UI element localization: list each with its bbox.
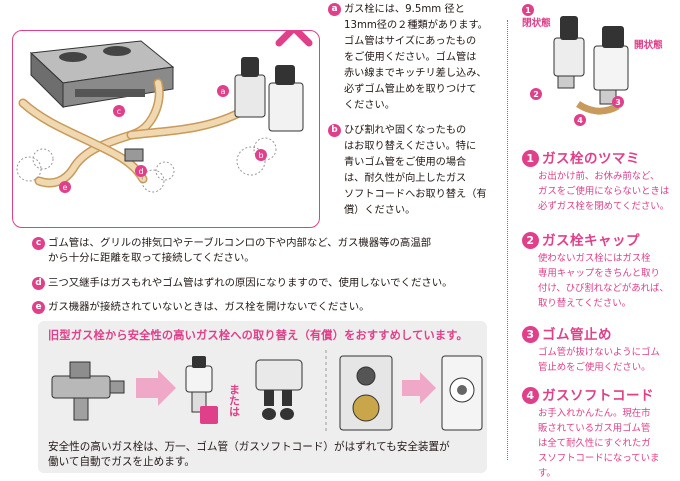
section-title-4: ガスソフトコード <box>542 388 654 404</box>
list-marker-d: d <box>32 277 45 290</box>
svg-text:3: 3 <box>615 98 621 107</box>
section-number-4: 4 <box>522 387 539 404</box>
section-title-1: ガス栓のツマミ <box>542 151 640 167</box>
valve-parts-diagram: 1 2 3 4 <box>522 4 629 126</box>
list-marker-e: e <box>32 301 45 314</box>
section-number-1: 1 <box>522 150 539 167</box>
three-way-joint-icon <box>124 148 144 162</box>
gas-leak-cloud-icon <box>16 137 277 193</box>
svg-text:1: 1 <box>525 6 531 15</box>
open-valve-icon <box>593 26 629 105</box>
hose-illustration-panel: a b c d e <box>12 9 320 228</box>
closed-state-label: 閉状態 <box>522 18 551 29</box>
svg-text:2: 2 <box>533 90 539 99</box>
svg-text:a: a <box>221 87 226 96</box>
column-divider <box>507 20 508 460</box>
safety-valve-icon <box>185 356 218 424</box>
section-number-2: 2 <box>522 232 539 249</box>
section-number-3: 3 <box>522 326 539 343</box>
note-marker-a: a <box>328 3 341 16</box>
section-title-2: ガス栓キャップ <box>542 233 640 249</box>
gas-valve-icon <box>234 57 304 132</box>
open-state-label: 開状態 <box>634 40 663 51</box>
svg-text:c: c <box>117 107 121 116</box>
old-wall-outlet-icon <box>339 355 393 431</box>
gas-stove-hose-illustration: a b c d e <box>16 9 313 193</box>
prohibited-x-icon <box>275 9 313 47</box>
svg-text:b: b <box>258 151 263 160</box>
old-gas-valve-icon <box>51 361 125 421</box>
svg-text:e: e <box>63 183 68 192</box>
valve-replacement-illustration: または <box>51 350 483 434</box>
section-title-3: ゴム管止め <box>542 327 612 343</box>
gas-hose-icon <box>18 78 244 188</box>
list-marker-c: c <box>32 237 45 250</box>
gas-stove-icon <box>29 40 175 109</box>
recommendation-footer: 安全性の高いガス栓は、万一、ゴム管（ガスソフトコード）がはずれても安全装置が 働… <box>48 441 450 468</box>
note-marker-b: b <box>328 124 341 137</box>
replace-arrow-icon <box>136 370 176 406</box>
svg-text:d: d <box>138 167 143 176</box>
or-label: または <box>228 384 241 417</box>
closed-valve-icon <box>553 16 585 89</box>
safety-valve-double-icon <box>255 359 303 420</box>
svg-text:4: 4 <box>577 116 583 125</box>
new-wall-outlet-icon <box>441 355 483 431</box>
replace-arrow-icon-2 <box>402 372 436 404</box>
recommendation-panel <box>38 321 487 473</box>
recommendation-title: 旧型ガス栓から安全性の高いガス栓への取り替え（有償）をおすすめしています。 <box>48 329 468 342</box>
